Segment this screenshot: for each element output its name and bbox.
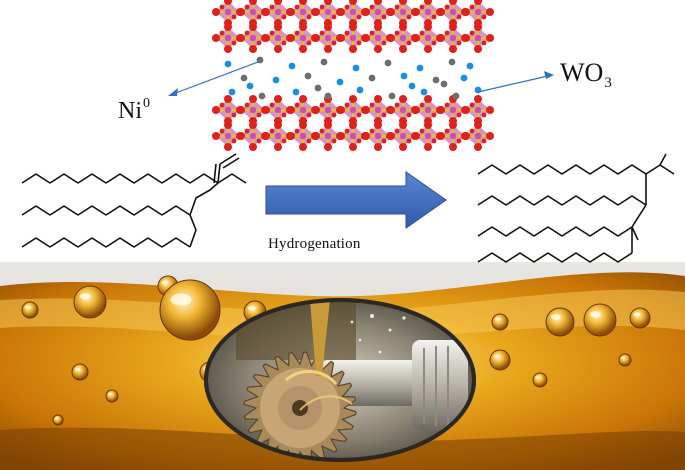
oil-bubble <box>583 303 617 337</box>
wo3-dot <box>224 60 232 68</box>
oil-bubble <box>105 389 119 403</box>
nickel-atom <box>452 92 460 100</box>
oil-bubble <box>159 279 221 341</box>
oil-bubble <box>629 307 651 329</box>
wo3-dot <box>466 62 474 70</box>
wo3-dot <box>272 76 280 84</box>
ni-sup-text: 0 <box>143 96 150 111</box>
oil-bubble <box>52 414 64 426</box>
nickel-atom <box>240 74 248 82</box>
wo3-dot <box>400 72 408 80</box>
nickel-atom <box>324 92 332 100</box>
nickel-atom <box>448 58 456 66</box>
nickel-atom <box>320 58 328 66</box>
wo3-pointer-arrow <box>477 71 554 93</box>
ni0-label: Ni0 <box>118 96 150 125</box>
wo3-dot <box>460 74 468 82</box>
lattice-slab <box>212 0 494 53</box>
oil-bubbles <box>21 275 651 426</box>
nickel-atom <box>314 84 322 92</box>
oil-bubble <box>545 307 575 337</box>
wo3-dot <box>408 82 416 90</box>
oil-bubble <box>71 363 89 381</box>
nickel-atom <box>368 74 376 82</box>
crystal-lattice-structure <box>212 0 494 151</box>
saturated-molecule <box>477 153 675 263</box>
oil-bubble <box>618 353 632 367</box>
nickel-atom <box>432 76 440 84</box>
nickel-atom <box>388 92 396 100</box>
wo3-label: WO3 <box>560 58 612 92</box>
interlayer-atoms <box>224 56 482 100</box>
unsaturated-molecule <box>21 153 247 248</box>
nickel-atom <box>256 56 264 64</box>
wo-base-text: WO <box>560 58 604 87</box>
wo3-dot <box>288 62 296 70</box>
wo3-dot <box>352 64 360 72</box>
lattice-slab <box>212 95 494 151</box>
hydrogenation-label: Hydrogenation <box>268 236 361 252</box>
ni-pointer-arrow <box>168 61 259 96</box>
gear-machinery-photo <box>204 298 476 462</box>
right-arrow <box>265 171 447 229</box>
wo3-dot <box>246 82 254 90</box>
nickel-atom <box>304 72 312 80</box>
wo3-dot <box>292 88 300 96</box>
oil-bubble <box>21 301 39 319</box>
wo3-dot <box>420 88 428 96</box>
nickel-atom <box>384 59 392 67</box>
wo3-dot <box>416 64 424 72</box>
nickel-atom <box>440 80 448 88</box>
oil-bubble <box>532 372 548 388</box>
wo3-dot <box>336 78 344 86</box>
oil-bubble <box>73 285 107 319</box>
wo-sub-text: 3 <box>604 75 612 91</box>
wo3-dot <box>474 86 482 94</box>
ni-base-text: Ni <box>118 98 142 124</box>
nickel-atom <box>258 92 266 100</box>
oil-bubble <box>489 349 511 371</box>
wo3-dot <box>228 88 236 96</box>
wo3-dot <box>356 86 364 94</box>
oil-bubble <box>491 313 509 331</box>
